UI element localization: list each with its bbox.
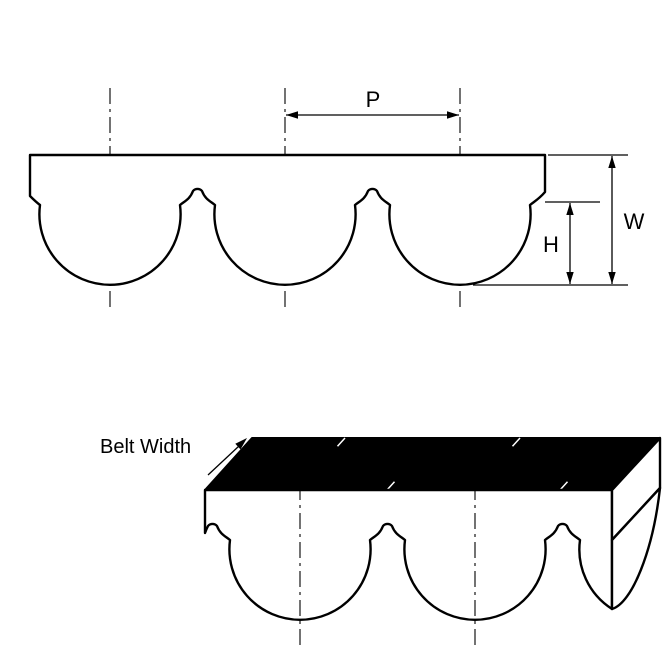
pitch-label: P <box>366 87 381 112</box>
surface-tick-back-2 <box>511 437 521 447</box>
surface-tick-front-1 <box>386 481 396 491</box>
tooth-height-dimension: H <box>543 201 600 284</box>
bottom-3d-view: Belt Width <box>100 436 662 648</box>
belt-cross-section-profile <box>28 153 547 286</box>
pitch-arrow-right-icon <box>447 111 459 119</box>
pitch-arrow-left-icon <box>286 111 298 119</box>
belt-top-surface <box>204 437 661 491</box>
overall-height-label: W <box>624 209 645 234</box>
w-arrow-down-icon <box>608 272 616 284</box>
belt-width-arrow-line <box>207 445 240 476</box>
surface-tick-front-2 <box>559 481 569 491</box>
h-arrow-up-icon <box>566 203 574 215</box>
pitch-dimension: P <box>286 87 459 119</box>
belt-end-tooth-silhouette <box>610 486 662 611</box>
belt-front-face-profile <box>203 488 614 621</box>
surface-tick-back-1 <box>336 437 346 447</box>
belt-width-annotation: Belt Width <box>100 436 247 476</box>
belt-width-arrow-icon <box>235 438 247 450</box>
tooth-height-label: H <box>543 232 559 257</box>
h-arrow-down-icon <box>566 272 574 284</box>
top-view-profile: P W H <box>28 87 645 312</box>
overall-height-dimension: W <box>473 154 645 286</box>
belt-width-label: Belt Width <box>100 436 191 458</box>
w-arrow-up-icon <box>608 156 616 168</box>
